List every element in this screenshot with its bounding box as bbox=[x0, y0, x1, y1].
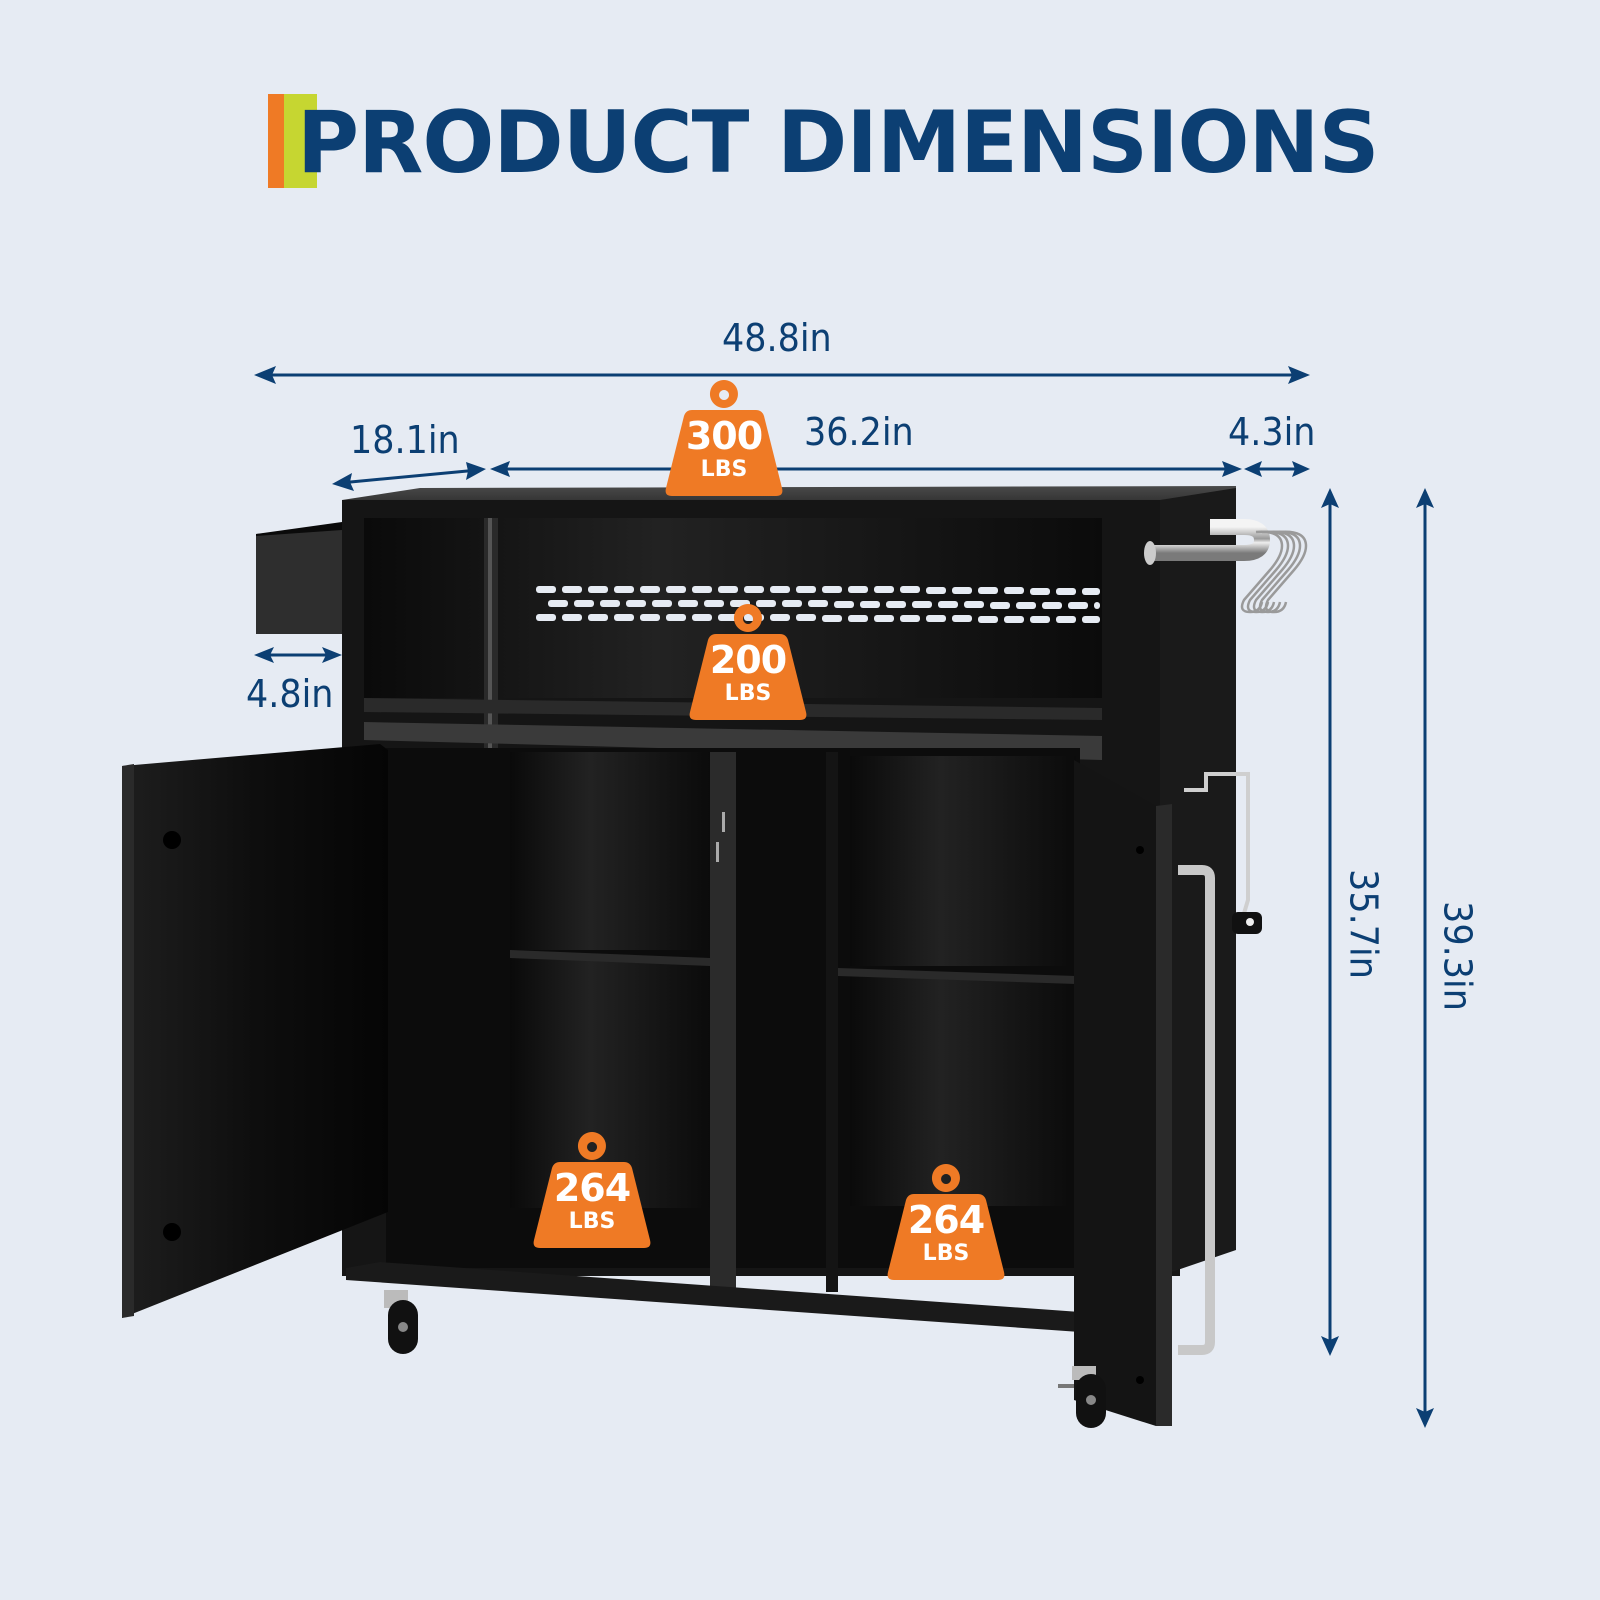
weight-value: 300 bbox=[685, 414, 763, 458]
title-accent-orange-bar bbox=[268, 94, 284, 188]
casters bbox=[384, 1290, 1106, 1428]
weight-badge-left-cabinet: 264 LBS bbox=[532, 1132, 652, 1248]
weight-icon bbox=[887, 1164, 1005, 1280]
weight-value: 264 bbox=[907, 1198, 985, 1242]
right-door bbox=[1074, 760, 1172, 1426]
cabinet-width-label: 36.2in bbox=[804, 410, 914, 454]
weight-badge-right-cabinet: 264 LBS bbox=[886, 1164, 1006, 1280]
left-door bbox=[122, 744, 388, 1318]
dimension-arrows bbox=[254, 366, 1434, 1428]
lower-cabinet-interior bbox=[346, 748, 1080, 1332]
ventilated-back-panel bbox=[536, 586, 1100, 623]
page-title: PRODUCT DIMENSIONS bbox=[297, 93, 1379, 193]
weight-unit: LBS bbox=[700, 457, 748, 482]
cabinet-height-label: 35.7in bbox=[1341, 869, 1386, 979]
weight-value: 200 bbox=[709, 638, 787, 682]
weight-value: 264 bbox=[553, 1166, 631, 1210]
weight-unit: LBS bbox=[922, 1241, 970, 1266]
title-accent-lime-bar bbox=[284, 94, 317, 188]
weight-badge-open-shelf: 200 LBS bbox=[688, 604, 808, 720]
overall-height-label: 39.3in bbox=[1435, 901, 1480, 1011]
side-spice-rack bbox=[256, 522, 342, 634]
side-hook bbox=[1184, 772, 1262, 934]
weight-icon bbox=[665, 380, 783, 496]
overall-width-label: 48.8in bbox=[722, 316, 832, 360]
towel-bar bbox=[1144, 519, 1271, 565]
weight-icon bbox=[689, 604, 807, 720]
weight-icon bbox=[533, 1132, 651, 1248]
spice-rack-depth-label: 4.8in bbox=[246, 672, 334, 716]
weight-unit: LBS bbox=[724, 681, 772, 706]
towel-bar-extension-label: 4.3in bbox=[1228, 410, 1316, 454]
weight-badge-top: 300 LBS bbox=[664, 380, 784, 496]
side-handle bbox=[1178, 865, 1215, 1355]
weight-unit: LBS bbox=[568, 1209, 616, 1234]
s-hooks bbox=[1240, 530, 1308, 614]
depth-label: 18.1in bbox=[350, 418, 460, 462]
